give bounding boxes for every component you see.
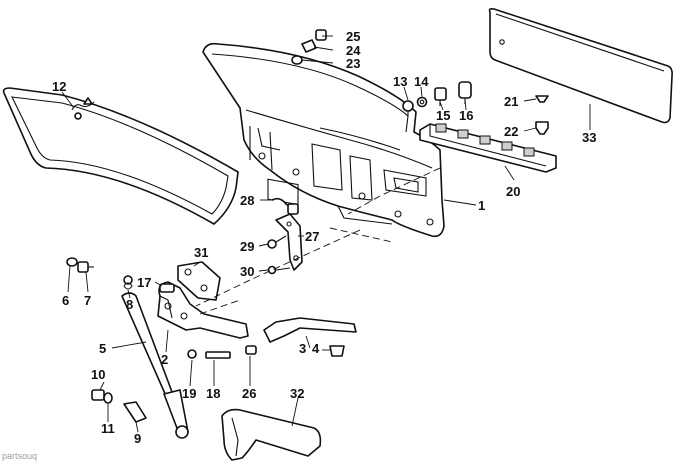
callout-26: 26 [242, 386, 256, 401]
callout-4: 4 [312, 341, 320, 356]
callout-12: 12 [52, 79, 66, 94]
callout-30: 30 [240, 264, 254, 279]
bolt-9[interactable] [123, 401, 147, 423]
callout-32: 32 [290, 386, 304, 401]
clip-strip-20[interactable] [419, 123, 557, 173]
clip-25[interactable] [315, 29, 327, 41]
plate-31[interactable] [177, 261, 221, 301]
callout-22: 22 [504, 124, 518, 139]
callout-16: 16 [459, 108, 473, 123]
screw-30[interactable] [267, 265, 291, 275]
pin-7[interactable] [77, 261, 94, 273]
clip-16[interactable] [458, 81, 472, 104]
callout-3: 3 [299, 341, 306, 356]
callout-14: 14 [414, 74, 429, 89]
callout-6: 6 [62, 293, 69, 308]
bolt-18[interactable] [205, 351, 231, 359]
bush-10[interactable] [91, 389, 105, 401]
callout-18: 18 [206, 386, 220, 401]
callout-31: 31 [194, 245, 208, 260]
spoiler-panel-33[interactable] [488, 8, 673, 124]
callout-1: 1 [478, 198, 485, 213]
callout-29: 29 [240, 239, 254, 254]
screw-26[interactable] [245, 345, 257, 355]
callout-15: 15 [436, 108, 450, 123]
callout-5: 5 [99, 341, 106, 356]
callout-17: 17 [137, 275, 151, 290]
callout-33: 33 [582, 130, 596, 145]
tailgate-inner-panel-1[interactable] [202, 42, 445, 238]
bracket-27[interactable] [275, 213, 303, 271]
callout-27: 27 [305, 229, 319, 244]
watermark: partsouq [2, 451, 37, 461]
callout-28: 28 [240, 193, 254, 208]
callout-19: 19 [182, 386, 196, 401]
callout-9: 9 [134, 431, 141, 446]
clip-13[interactable] [402, 100, 414, 116]
callout-25: 25 [346, 29, 360, 44]
washer-6[interactable] [66, 257, 78, 267]
gas-strut-5[interactable] [121, 275, 189, 439]
washer-11[interactable] [103, 392, 113, 404]
callout-10: 10 [91, 367, 105, 382]
washer-19[interactable] [187, 349, 197, 359]
callout-21: 21 [504, 94, 518, 109]
clip-21[interactable] [535, 95, 549, 103]
callout-20: 20 [506, 184, 520, 199]
screw-29[interactable] [267, 235, 287, 249]
cable-28[interactable] [271, 197, 299, 215]
grommet-4[interactable] [329, 345, 345, 357]
clip-24[interactable] [301, 39, 317, 53]
clip-22[interactable] [535, 121, 549, 135]
rear-window-glass-12[interactable] [2, 87, 239, 225]
trim-cover-32[interactable] [221, 408, 322, 461]
bolt-17[interactable] [159, 283, 175, 293]
clip-8[interactable] [123, 282, 133, 290]
callout-23: 23 [346, 56, 360, 71]
bracket-3[interactable] [263, 317, 357, 343]
callout-7: 7 [84, 293, 91, 308]
callout-13: 13 [393, 74, 407, 89]
callout-8: 8 [126, 297, 133, 312]
clip-23[interactable] [291, 55, 303, 65]
callout-24: 24 [346, 43, 361, 58]
grommet-14[interactable] [416, 96, 428, 108]
callout-11: 11 [101, 421, 115, 436]
callout-2: 2 [161, 352, 168, 367]
